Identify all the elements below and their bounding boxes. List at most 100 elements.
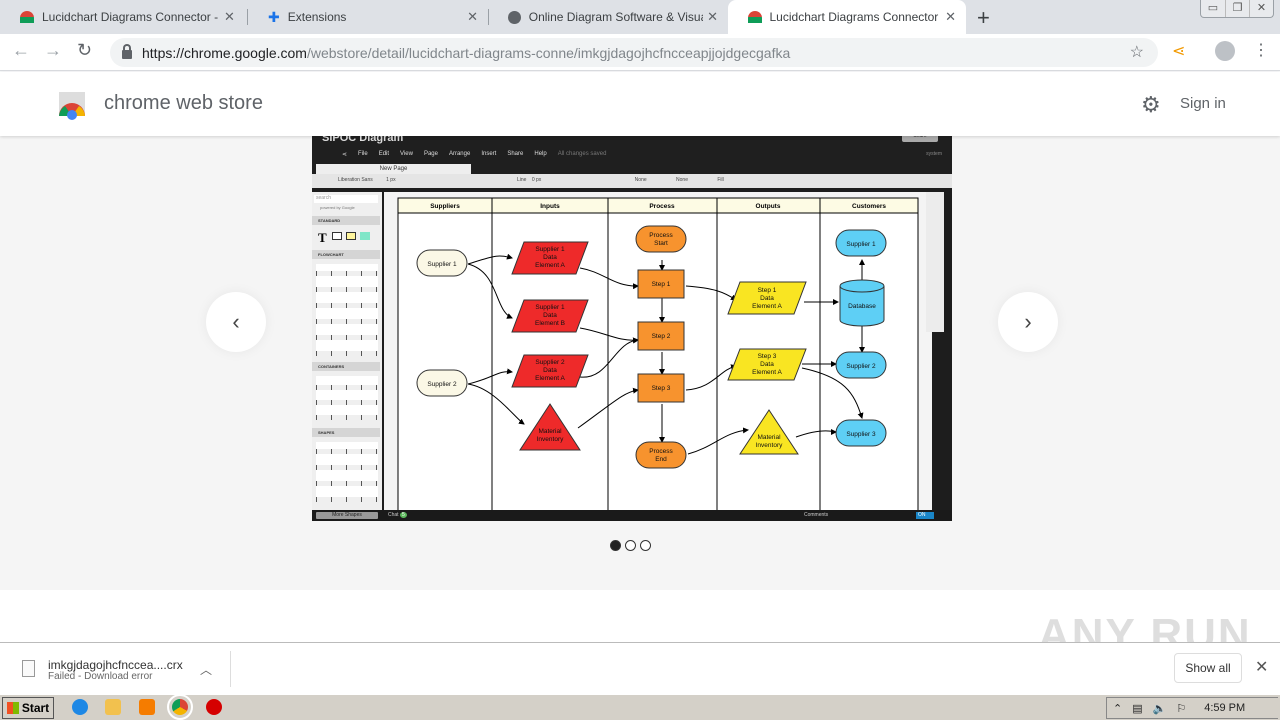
prev-screenshot-button[interactable]: ‹ — [206, 292, 266, 352]
restore-icon[interactable]: ❐ — [1225, 0, 1249, 17]
svg-text:Database: Database — [848, 303, 876, 310]
close-tab-icon[interactable]: ✕ — [945, 9, 956, 24]
store-title[interactable]: chrome web store — [104, 92, 263, 114]
tab-lucidchart-1[interactable]: Lucidchart Diagrams Connector - Chr ✕ — [0, 0, 245, 34]
tab-extensions[interactable]: ✚ Extensions ✕ — [268, 8, 478, 25]
svg-text:Step 3: Step 3 — [758, 353, 777, 360]
svg-text:Element A: Element A — [752, 369, 782, 376]
sign-in-link[interactable]: Sign in — [1180, 95, 1226, 112]
shape-library: search powered by Google STANDARD T FLOW… — [312, 192, 382, 510]
tab-online-diagram[interactable]: Online Diagram Software & Visual Sol ✕ — [488, 0, 728, 34]
svg-text:Supplier 2: Supplier 2 — [846, 363, 876, 370]
carousel-dot-1[interactable] — [610, 540, 621, 551]
opera-icon[interactable] — [206, 699, 222, 715]
lucid-footer: More Shapes Chat 5 Comments ON — [312, 510, 952, 521]
extension-icon[interactable]: ⋖ — [1172, 43, 1186, 60]
minimize-icon[interactable]: ▭ — [1207, 2, 1219, 14]
start-button[interactable]: Start — [2, 697, 54, 719]
svg-text:Supplier 3: Supplier 3 — [846, 431, 876, 438]
reload-icon[interactable]: ↻ — [77, 40, 93, 60]
svg-text:Supplier 1: Supplier 1 — [427, 261, 457, 268]
svg-text:Data: Data — [543, 254, 557, 261]
carousel-image: SIPOC Diagram ⋖ File Edit View Page Arra… — [312, 136, 952, 521]
svg-text:Step 1: Step 1 — [652, 281, 671, 288]
svg-text:Element A: Element A — [752, 303, 782, 310]
tray-expand-icon[interactable]: ⌃ — [1113, 702, 1123, 715]
svg-text:Supplier 2: Supplier 2 — [535, 359, 565, 366]
download-filename[interactable]: imkgjdagojhcfncceа....crx — [48, 658, 183, 672]
carousel-indicators — [610, 540, 651, 551]
carousel-dot-3[interactable] — [640, 540, 651, 551]
ie-icon[interactable] — [72, 699, 88, 715]
windows-logo-icon — [6, 702, 19, 714]
diagram-canvas: Suppliers Inputs Process Outputs Custome… — [384, 192, 932, 510]
download-status: Failed - Download error — [48, 671, 153, 682]
svg-text:Step 1: Step 1 — [758, 287, 777, 294]
svg-text:Process: Process — [649, 232, 673, 239]
address-bar[interactable]: https://chrome.google.com/webstore/detai… — [110, 38, 1158, 67]
close-tab-icon[interactable]: ✕ — [707, 9, 718, 24]
file-icon — [22, 660, 35, 677]
lucid-logo-icon: ⋖ — [342, 152, 348, 158]
svg-text:Data: Data — [543, 312, 557, 319]
browser-toolbar: ← → ↻ https://chrome.google.com/webstore… — [0, 34, 1280, 71]
lucid-header: SIPOC Diagram ⋖ File Edit View Page Arra… — [312, 136, 952, 174]
explorer-icon[interactable] — [105, 699, 121, 715]
puzzle-icon: ✚ — [268, 8, 280, 25]
back-icon[interactable]: ← — [12, 40, 30, 60]
screenshot-carousel: ‹ › SIPOC Diagram ⋖ File Edit View Page … — [0, 136, 1280, 590]
chrome-taskbar-icon[interactable] — [167, 694, 193, 720]
svg-text:Suppliers: Suppliers — [430, 203, 460, 210]
chrome-menu-icon[interactable]: ⋮ — [1253, 42, 1269, 59]
svg-text:Process: Process — [649, 448, 673, 455]
volume-icon[interactable]: 🔈 — [1152, 702, 1167, 715]
gear-icon[interactable]: ⚙ — [1141, 92, 1161, 117]
svg-text:Customers: Customers — [852, 203, 886, 210]
svg-text:Step 2: Step 2 — [652, 333, 671, 340]
close-download-bar-icon[interactable]: ✕ — [1255, 659, 1269, 676]
svg-text:Data: Data — [760, 295, 774, 302]
lucid-menu: ⋖ File Edit View Page Arrange Insert Sha… — [342, 151, 607, 158]
svg-text:Supplier 1: Supplier 1 — [535, 304, 565, 311]
taskbar: Start ⌃ ▤ 🔈 ⚐ 4:59 PM — [0, 694, 1280, 720]
svg-text:Element A: Element A — [535, 262, 565, 269]
system-tray: ⌃ ▤ 🔈 ⚐ 4:59 PM — [1106, 697, 1278, 719]
svg-text:Element B: Element B — [535, 320, 565, 327]
close-window-icon[interactable]: ✕ — [1249, 0, 1273, 17]
tab-lucidchart-active[interactable]: Lucidchart Diagrams Connector - Chr ✕ — [728, 0, 966, 34]
chevron-up-icon[interactable]: ︿ — [200, 663, 213, 677]
chrome-web-store-icon — [20, 11, 34, 23]
chevron-left-icon: ‹ — [232, 309, 240, 334]
chrome-web-store-icon — [748, 11, 762, 23]
svg-text:Outputs: Outputs — [756, 203, 781, 210]
new-tab-button[interactable]: + — [977, 5, 990, 30]
store-header: chrome web store ⚙ Sign in — [0, 72, 1280, 136]
bookmark-star-icon[interactable]: ☆ — [1129, 44, 1144, 61]
chrome-web-store-logo[interactable] — [57, 90, 87, 120]
chevron-right-icon: › — [1024, 309, 1032, 334]
media-player-icon[interactable] — [139, 699, 155, 715]
flag-icon[interactable]: ⚐ — [1176, 702, 1187, 715]
close-tab-icon[interactable]: ✕ — [224, 9, 235, 24]
profile-avatar[interactable] — [1215, 41, 1235, 61]
svg-text:Material: Material — [757, 434, 781, 441]
svg-text:Inventory: Inventory — [756, 442, 783, 449]
svg-text:Supplier 2: Supplier 2 — [427, 381, 457, 388]
svg-text:Step 3: Step 3 — [652, 385, 671, 392]
lucid-toolbar: Liberation Sans 1 px Line 0 px None None… — [312, 174, 952, 188]
svg-text:Start: Start — [654, 240, 668, 247]
svg-text:Process: Process — [649, 203, 675, 210]
clock[interactable]: 4:59 PM — [1204, 702, 1246, 714]
svg-text:Inputs: Inputs — [540, 203, 560, 210]
svg-text:Inventory: Inventory — [537, 436, 564, 443]
next-screenshot-button[interactable]: › — [998, 292, 1058, 352]
carousel-dot-2[interactable] — [625, 540, 636, 551]
close-tab-icon[interactable]: ✕ — [467, 9, 478, 24]
show-all-button[interactable]: Show all — [1174, 653, 1242, 683]
page-body — [0, 590, 1280, 642]
svg-text:End: End — [655, 456, 667, 463]
tab-strip: Lucidchart Diagrams Connector - Chr ✕ ✚ … — [0, 0, 1280, 34]
lucid-right-toolbar — [926, 192, 944, 332]
network-icon[interactable]: ▤ — [1132, 702, 1143, 715]
forward-icon[interactable]: → — [44, 40, 62, 60]
